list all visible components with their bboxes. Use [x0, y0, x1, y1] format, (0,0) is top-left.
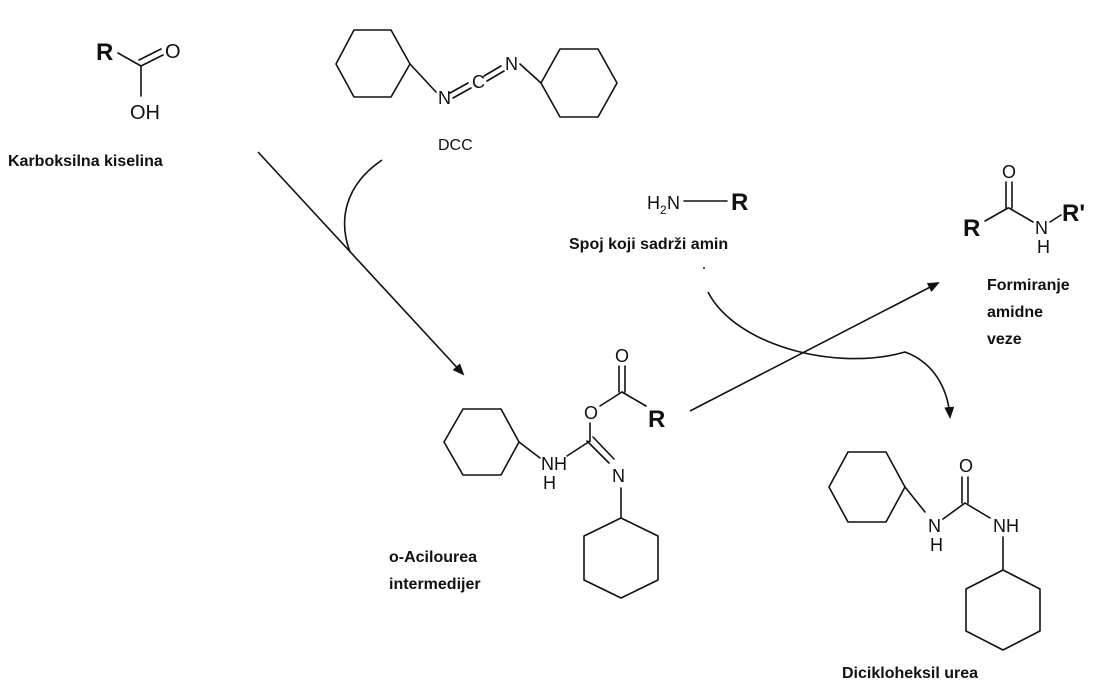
intermediate-carbonyl-oxygen: O: [615, 346, 629, 366]
urea-structure: N H O NH: [828, 451, 1041, 651]
arrow-acid-to-intermediate: [257, 151, 465, 376]
amide-bond-n-r2: [1049, 214, 1062, 223]
label-amide-line-3: veze: [987, 331, 1022, 348]
label-amine-compound: Spoj koji sadrži amin: [569, 236, 728, 253]
dcc-ring-right: [540, 48, 618, 118]
arrow-intermediate-to-amide: [689, 282, 940, 412]
intermediate-bond-cn-1: [586, 440, 610, 464]
urea-bond-c-n2: [964, 502, 991, 519]
amide-bond-c-n: [1008, 207, 1034, 223]
acid-r-group: R: [96, 39, 113, 66]
dcc-bond-n2-ring: [519, 63, 542, 84]
intermediate-bond-c-r: [621, 391, 647, 407]
dcc-double-bond-1b: [449, 82, 469, 94]
intermediate-structure: NH H O O R N: [443, 346, 665, 599]
acid-bond-r-c: [117, 52, 142, 67]
intermediate-bond-ring-nh: [518, 441, 541, 459]
label-carboxylic-acid: Karboksilna kiselina: [8, 153, 163, 170]
acid-bond-co-1: [140, 54, 164, 67]
label-intermediate-line-1: o-Acilourea: [389, 549, 477, 566]
intermediate-nh: NH: [541, 454, 567, 474]
arrow-amine-to-urea: [707, 291, 955, 419]
label-dcc: DCC: [438, 137, 473, 154]
intermediate-imine-nitrogen: N: [612, 466, 625, 486]
intermediate-bond-nh-c: [566, 440, 591, 457]
dcc-double-bond-1a: [452, 87, 472, 99]
amine-hydrogen: H: [647, 193, 660, 213]
intermediate-r-group: R: [648, 406, 665, 433]
amide-oxygen: O: [1002, 162, 1016, 182]
amine-r-group: R: [731, 189, 748, 216]
urea-bond-n1-c: [942, 502, 966, 520]
intermediate-ester-oxygen: O: [584, 403, 598, 423]
amide-bond-r-c: [984, 207, 1009, 222]
dcc-ring-left: [335, 29, 411, 98]
amide-r-group: R: [963, 215, 980, 242]
dcc-carbon: C: [472, 72, 485, 92]
intermediate-nh-hydrogen: H: [543, 473, 556, 493]
amine-structure: H 2 N R: [647, 189, 748, 217]
amide-r2-group: R': [1062, 200, 1085, 227]
dcc-bond-ring-n1: [409, 63, 437, 93]
amine-subscript: 2: [660, 203, 667, 217]
carboxylic-acid-structure: R O OH: [96, 39, 181, 124]
dcc-structure: N C N: [335, 29, 618, 118]
amide-structure: R O N H R': [963, 162, 1085, 257]
label-intermediate-line-2: intermedijer: [389, 576, 481, 593]
amide-hydrogen: H: [1037, 237, 1050, 257]
label-amide-line-1: Formiranje: [987, 277, 1070, 294]
urea-oxygen: O: [959, 456, 973, 476]
intermediate-bond-o-c: [599, 391, 623, 407]
urea-ring-bottom: [965, 569, 1041, 651]
acid-oxygen: O: [165, 41, 181, 63]
urea-bond-ring-n1: [904, 486, 926, 513]
amide-nitrogen: N: [1035, 218, 1048, 238]
arrow-dcc-curve: [343, 159, 383, 253]
urea-nitrogen-1: N: [928, 516, 941, 536]
dcc-nitrogen-2: N: [505, 54, 518, 74]
urea-hydrogen-1: H: [930, 535, 943, 555]
amine-nitrogen: N: [667, 193, 680, 213]
intermediate-bond-cn-2: [592, 436, 615, 460]
dcc-double-bond-2a: [486, 70, 505, 82]
stray-dot: [703, 267, 705, 269]
acid-hydroxyl: OH: [130, 102, 160, 124]
dcc-nitrogen-1: N: [438, 88, 451, 108]
label-urea: Dicikloheksil urea: [842, 665, 978, 682]
label-amide-line-2: amidne: [987, 304, 1043, 321]
acid-bond-co-2: [138, 48, 162, 61]
urea-ring-left: [828, 451, 906, 523]
intermediate-ring-bottom: [583, 517, 659, 599]
dcc-double-bond-2b: [483, 65, 502, 77]
intermediate-ring-left: [443, 408, 520, 476]
urea-nh-2: NH: [993, 516, 1019, 536]
